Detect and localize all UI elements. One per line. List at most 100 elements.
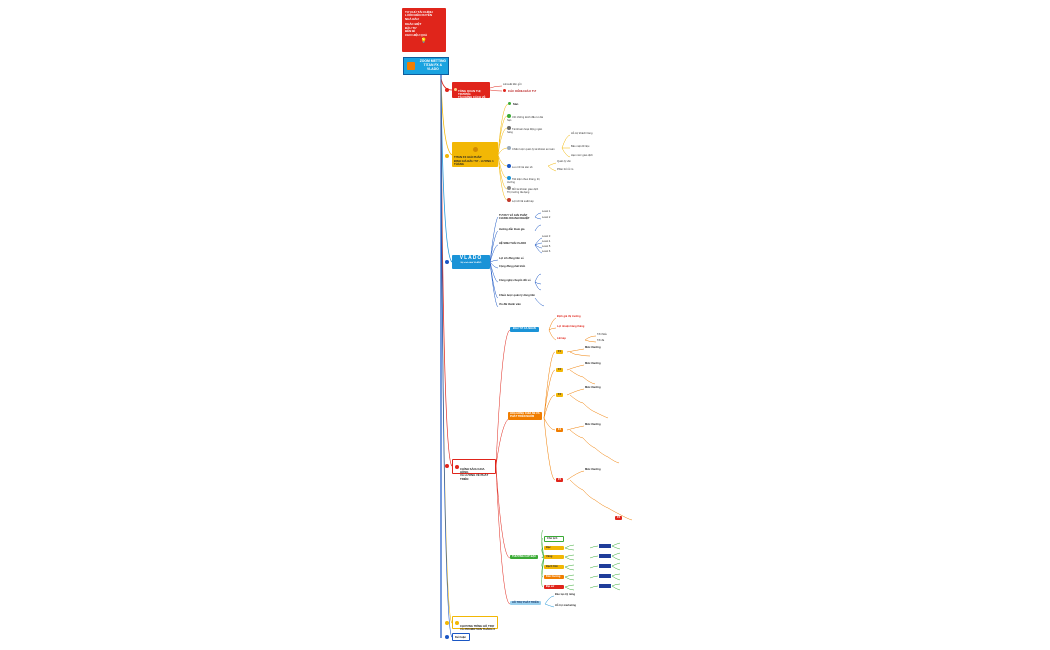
b2-item: Chiến lược quản lý tài khoản an toàn [507,146,562,152]
b2-item-text: Chiến lược quản lý tài khoản an toàn [512,148,555,151]
b4-rank[interactable]: Bạch Kim [544,565,564,570]
b4-level-title: Mức thưởng [585,346,601,349]
trunk-dots [445,88,449,639]
b3-leaf: Level 1 [542,210,551,213]
b2-top-text: Sàn [512,102,519,106]
branch-conclusion[interactable]: Kết luận [452,633,470,641]
b3-item: HỆ SINH THÁI VLADO [499,242,527,245]
b4-rank-badge [599,574,611,578]
b4-rank[interactable]: Kim Cương [544,575,564,580]
b4-p1-leaf: Tối đa [597,339,605,342]
b4-personal-invest[interactable]: ĐẦU TƯ CÁ NHÂN [510,327,539,332]
b3-item: Ưu đãi thành viên [499,303,521,306]
branch-promotion[interactable]: CHƯƠNG TRÌNH HỖ TRỢ VÀ PROMOTION THÁNG 6 [452,616,498,632]
b2-item-text: Lợi ích lãi suất kép [512,200,534,203]
b2-item-text: Lưu trữ tài sản số [512,166,533,169]
header-note-line: LUÔN ĐẾN DUYÊN [405,13,433,18]
b2-item: Tiết kiệm theo tháng, thị trường [507,176,547,185]
b4-level[interactable]: F3 [556,392,564,398]
b4-rank[interactable]: Chủ tịch [544,536,564,543]
b4-rank-badge [599,544,611,548]
light-bulb-icon: 💡 [420,38,428,45]
b4-level[interactable]: F2 [556,367,564,373]
titan-icon [472,147,478,153]
item-icon [507,198,511,202]
item-icon [507,186,511,190]
commission-icon [454,465,459,469]
b1-lines [489,85,503,92]
item-icon [507,126,511,130]
b4-rank-bonus[interactable]: THƯỞNG CẤP BẬC [510,554,539,560]
b3-leaf: Level 3 [542,235,551,238]
promotion-icon [454,621,459,625]
b4-rank[interactable]: Bạc [544,546,564,551]
b1-sub-channels[interactable]: CÁC KÊNH ĐẦU TƯ [503,89,536,93]
item-icon [507,164,511,168]
vlado-logo-text: VLADO [459,255,483,261]
b4-rank[interactable]: Đại sứ [544,585,564,590]
b4-rank-badge [599,584,611,588]
root-icon [407,62,415,70]
b2-item: Lợi ích lãi suất kép [507,198,547,204]
b4-level[interactable]: F6 [615,515,623,521]
b3-item: Chiến lược quản lý dòng tiền [499,294,536,297]
b4-level-title: Mức thưởng [585,423,601,426]
b2-subitem: Hỗ trợ khách hàng [571,132,593,135]
b4-p4-item: Đào tạo kỹ năng [555,593,576,596]
b2-subitem: Bảo mật dữ liệu [571,145,590,148]
branch-title: CHÍNH SÁCH HOA HỒNG VÀ LƯƠNG VỀ PHÁT TRI… [460,466,489,481]
branch-title: Kết luận [455,634,467,639]
root-node[interactable]: ZOOM METTING TITAN FX & VLADO [403,57,449,75]
b4-p3-lines [541,529,621,591]
b4-p1-item: Lợi nhuận hàng tháng [557,325,585,328]
target-icon [503,89,506,92]
b4-p4-lines [544,595,555,608]
header-note-line: BỀN BỈ [405,29,416,34]
b4-rank[interactable]: Vàng [544,555,564,560]
b2-item: Với những kênh đầu tư dài hạn [507,114,547,123]
b4-level[interactable]: F5 [556,477,564,483]
b2-subitem: Phân bổ rủi ro [557,168,574,171]
header-note: TỰ CHỦ TÀI CHÍNH LUÔN ĐẾN DUYÊN NHÀ ĐẦU … [402,8,446,52]
b2-top-label: Sàn [508,102,518,106]
vlado-subtitle: Hệ sinh thái VLADO [460,261,482,264]
b2-item: Mở tài khoản giao dịch [507,186,547,192]
b4-team-commission[interactable]: HOA HỒNG CHIA SẺ VÀ PHÁT TRIỂN NHÓM [508,412,542,420]
branch-commission[interactable]: CHÍNH SÁCH HOA HỒNG VÀ LƯƠNG VỀ PHÁT TRI… [452,459,496,480]
b3-item: Lợi ích đồng tiền số [499,257,524,260]
b4-p1-item: Định giá thị trường [557,315,581,318]
b3-item: Hướng dẫn tham gia [499,228,525,231]
item-icon [507,114,511,118]
b4-level[interactable]: F4 [556,427,564,433]
b4-level[interactable]: F1 [556,349,564,355]
b2-subitem: Hạn mức giao dịch [571,154,593,157]
b4-p1-leaf: Tối thiểu [597,333,607,336]
b4-level-title: Mức thưởng [585,386,601,389]
header-note-line: TỰ CHỦ TÀI CHÍNH [405,10,433,14]
b2-subitem: Quản lý vốn [557,160,571,163]
b4-p4-item: Hỗ trợ marketing [555,604,577,607]
b4-rank-badge [599,554,611,558]
branch-bullet-icon [453,88,457,91]
b2-lines [497,103,571,201]
b4-p1-item: Lãi kép [557,337,566,340]
branch-vlado[interactable]: VLADO Hệ sinh thái VLADO [452,255,490,269]
b2-item-text: Mở tài khoản giao dịch [512,188,539,191]
b1-sub-deposit: Lãi suất tiền gửi [503,83,522,86]
b1-sub-channels-label: CÁC KÊNH ĐẦU TƯ [507,89,537,93]
header-note-line: CHO HIỆU QUẢ [405,32,428,37]
b4-level-title: Mức thưởng [585,362,601,365]
branch-market-overview[interactable]: TỔNG QUAN THỊ TRƯỜNG TÀI CHÍNH CÁCH VỀ T… [452,82,490,105]
branch-connectors [440,77,453,638]
b3-lines [489,212,545,308]
b2-item: Tài khoản hoạt động ngân hàng [507,126,547,135]
branch-titanfx[interactable]: TITAN FX GIẢI PHÁP ĐỊNH GIÁ ĐẦU TƯ - LƯƠ… [452,142,498,167]
b4-p2-lines [543,348,633,521]
b2-item-text: Tiết kiệm theo tháng, thị trường [507,178,540,184]
branch-title: CHƯƠNG TRÌNH HỖ TRỢ VÀ PROMOTION THÁNG 6 [460,623,495,632]
item-icon [507,146,511,150]
b4-growth-support[interactable]: HỖ TRỢ PHÁT TRIỂN [510,600,541,606]
root-title: ZOOM METTING TITAN FX & VLADO [419,59,447,71]
b2-item: Thị trường đa dạng [507,191,547,195]
